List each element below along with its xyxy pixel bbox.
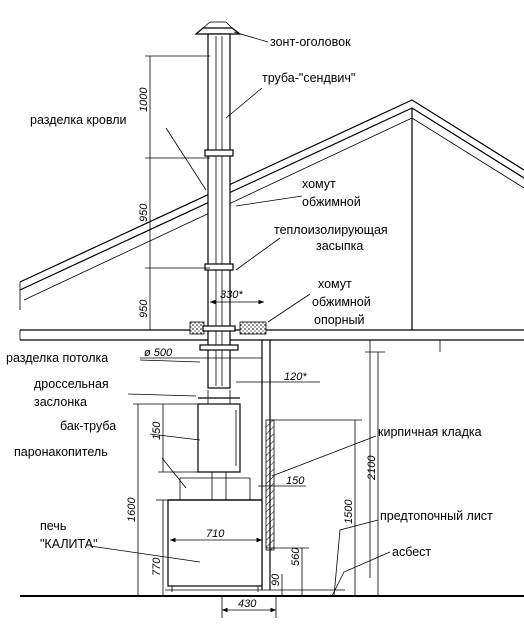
label-prefurnace-sheet: предтопочный лист xyxy=(380,509,493,523)
dim-1500: 1500 xyxy=(343,499,355,524)
dim-430: 430 xyxy=(238,598,257,610)
dim-150-wall: 150 xyxy=(286,475,305,487)
label-clamp-2a: хомут xyxy=(318,277,352,291)
leader-lines xyxy=(89,31,391,597)
ceiling-cut-insulation-left xyxy=(189,321,205,335)
horizontal-dimensions xyxy=(140,299,320,618)
chimney-pipe xyxy=(194,21,242,389)
label-insulation-b: засыпка xyxy=(316,239,363,253)
ceiling-cut-insulation-right xyxy=(239,321,267,335)
left-dimensions xyxy=(133,55,210,596)
dim-330: 330* xyxy=(220,289,243,301)
label-sandwich-pipe: труба-"сендвич" xyxy=(262,71,355,85)
stove-kalita xyxy=(167,472,263,592)
label-steam-accumulator: паронакопитель xyxy=(14,445,108,459)
label-smoke-cap: зонт-оголовок xyxy=(270,35,351,49)
tank-pipe xyxy=(197,390,241,473)
dim-diameter-500: ø 500 xyxy=(144,347,173,359)
label-stove-a: печь xyxy=(40,519,66,533)
label-stove-b: "КАЛИТА" xyxy=(40,537,98,551)
label-damper-a: дроссельная xyxy=(34,377,109,391)
right-dimensions xyxy=(266,351,385,596)
label-brickwork: кирпичная кладка xyxy=(378,425,482,439)
dim-950-lower: 950 xyxy=(138,299,150,318)
label-clamp-2b: обжимной xyxy=(312,295,371,309)
dim-770: 770 xyxy=(151,557,163,576)
label-clamp-1b: обжимной xyxy=(302,195,361,209)
label-insulation-a: теплоизолирующая xyxy=(274,223,388,237)
brick-wall xyxy=(261,340,275,590)
dim-560: 560 xyxy=(290,547,302,566)
dim-150-tank: 150 xyxy=(151,421,163,440)
dim-710: 710 xyxy=(206,528,225,540)
label-ceiling-cut: разделка потолка xyxy=(6,351,108,365)
label-clamp-2c: опорный xyxy=(314,313,365,327)
dim-120: 120* xyxy=(284,371,307,383)
label-roof-cut: разделка кровли xyxy=(30,113,127,127)
label-tank-pipe: бак-труба xyxy=(60,419,116,433)
dim-1600: 1600 xyxy=(126,497,138,522)
dim-950-upper: 950 xyxy=(138,203,150,222)
floor xyxy=(20,589,524,597)
label-asbestos: асбест xyxy=(392,545,431,559)
roof xyxy=(19,99,524,330)
dim-1000: 1000 xyxy=(138,87,150,112)
ceiling xyxy=(19,321,524,578)
label-damper-b: заслонка xyxy=(34,395,87,409)
asbestos-layer xyxy=(265,419,275,551)
dim-90: 90 xyxy=(270,573,282,586)
dim-2100: 2100 xyxy=(366,455,378,481)
label-clamp-1a: хомут xyxy=(302,177,336,191)
